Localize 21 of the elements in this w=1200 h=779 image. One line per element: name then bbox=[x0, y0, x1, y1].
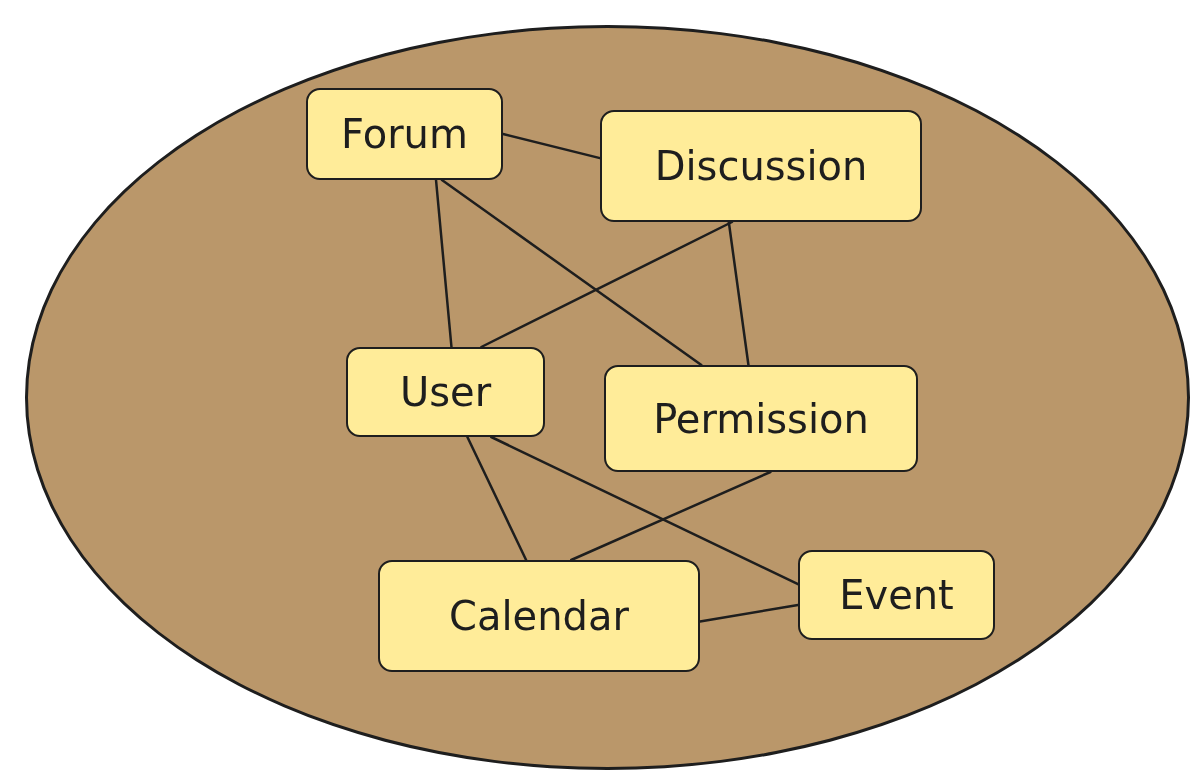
node-label: Forum bbox=[341, 110, 468, 159]
connector-line bbox=[490, 435, 800, 586]
connector-line bbox=[440, 178, 703, 367]
connector-line bbox=[480, 220, 734, 349]
node-label: Permission bbox=[653, 394, 869, 444]
entity-box bbox=[306, 88, 503, 180]
connector-line bbox=[501, 132, 602, 160]
node-label: Event bbox=[839, 571, 954, 620]
connector-line bbox=[569, 470, 772, 562]
entity-box bbox=[346, 347, 545, 437]
entity-box bbox=[378, 560, 700, 672]
connector-line bbox=[698, 603, 800, 623]
entity-box bbox=[600, 110, 922, 222]
connector-line bbox=[466, 435, 528, 562]
node-label: User bbox=[399, 368, 492, 417]
entity-box bbox=[604, 365, 918, 472]
entity-box bbox=[798, 550, 995, 640]
node-label: Discussion bbox=[654, 142, 868, 191]
connector-line bbox=[727, 220, 750, 367]
node-label: Calendar bbox=[449, 592, 629, 641]
connector-line bbox=[434, 178, 453, 349]
